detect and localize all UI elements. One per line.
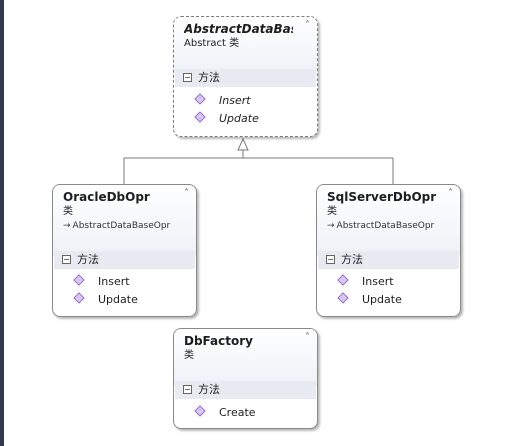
class-stereotype: 类 <box>327 206 337 217</box>
class-header: OracleDbOpr 类 →AbstractDataBaseOpr ˄ <box>53 185 196 256</box>
methods-section-header[interactable]: −方法 <box>54 251 195 269</box>
method-label: Insert <box>98 275 130 288</box>
base-class-ref: →AbstractDataBaseOpr <box>63 219 172 233</box>
class-oracle-db-opr[interactable]: OracleDbOpr 类 →AbstractDataBaseOpr ˄ −方法… <box>52 184 197 317</box>
method-icon <box>73 274 85 286</box>
method-icon <box>194 405 206 417</box>
methods-section-header[interactable]: −方法 <box>318 251 459 269</box>
class-header: AbstractDataBas... Abstract 类 ˄ <box>174 17 317 74</box>
class-name: OracleDbOpr <box>63 190 150 204</box>
method-item[interactable]: Create <box>194 405 256 421</box>
method-item[interactable]: Update <box>73 292 138 308</box>
section-label: 方法 <box>341 253 363 266</box>
class-name: AbstractDataBas... <box>184 22 293 36</box>
methods-section-header[interactable]: −方法 <box>175 69 316 87</box>
class-header: SqlServerDbOpr 类 →AbstractDataBaseOpr ˄ <box>317 185 460 256</box>
method-label: Create <box>219 406 256 419</box>
minus-toggle-icon[interactable]: − <box>183 73 192 82</box>
method-label: Update <box>362 293 402 306</box>
base-class-name: AbstractDataBaseOpr <box>72 221 171 231</box>
chevron-up-icon[interactable]: ˄ <box>184 188 189 199</box>
method-label: Update <box>219 112 259 125</box>
class-header: DbFactory 类 ˄ <box>174 329 317 386</box>
method-icon <box>194 111 206 123</box>
class-name: DbFactory <box>184 334 253 348</box>
chevron-up-icon[interactable]: ˄ <box>305 20 310 31</box>
inheritance-arrow-icon: → <box>327 221 335 231</box>
method-icon <box>337 274 349 286</box>
method-item[interactable]: Insert <box>337 274 394 290</box>
method-icon <box>194 93 206 105</box>
section-label: 方法 <box>198 383 220 396</box>
base-class-ref: →AbstractDataBaseOpr <box>327 219 436 233</box>
chevron-up-icon[interactable]: ˄ <box>305 332 310 343</box>
methods-section-header[interactable]: −方法 <box>175 381 316 399</box>
class-stereotype: Abstract 类 <box>184 38 240 49</box>
method-label: Insert <box>219 94 251 107</box>
class-abstract-database[interactable]: AbstractDataBas... Abstract 类 ˄ −方法 Inse… <box>173 16 318 137</box>
section-label: 方法 <box>198 71 220 84</box>
minus-toggle-icon[interactable]: − <box>326 255 335 264</box>
window-edge <box>0 0 4 446</box>
method-label: Insert <box>362 275 394 288</box>
method-item[interactable]: Update <box>194 111 259 127</box>
chevron-up-icon[interactable]: ˄ <box>448 188 453 199</box>
base-class-name: AbstractDataBaseOpr <box>336 221 435 231</box>
minus-toggle-icon[interactable]: − <box>183 385 192 394</box>
class-db-factory[interactable]: DbFactory 类 ˄ −方法 Create <box>173 328 318 429</box>
method-item[interactable]: Update <box>337 292 402 308</box>
method-icon <box>73 292 85 304</box>
method-item[interactable]: Insert <box>194 93 251 109</box>
inheritance-arrow-icon: → <box>63 221 71 231</box>
class-name: SqlServerDbOpr <box>327 190 436 204</box>
method-item[interactable]: Insert <box>73 274 130 290</box>
class-sqlserver-db-opr[interactable]: SqlServerDbOpr 类 →AbstractDataBaseOpr ˄ … <box>316 184 461 317</box>
class-stereotype: 类 <box>63 206 73 217</box>
method-icon <box>337 292 349 304</box>
minus-toggle-icon[interactable]: − <box>62 255 71 264</box>
inheritance-arrowhead <box>237 137 249 151</box>
section-label: 方法 <box>77 253 99 266</box>
method-label: Update <box>98 293 138 306</box>
class-stereotype: 类 <box>184 350 194 361</box>
